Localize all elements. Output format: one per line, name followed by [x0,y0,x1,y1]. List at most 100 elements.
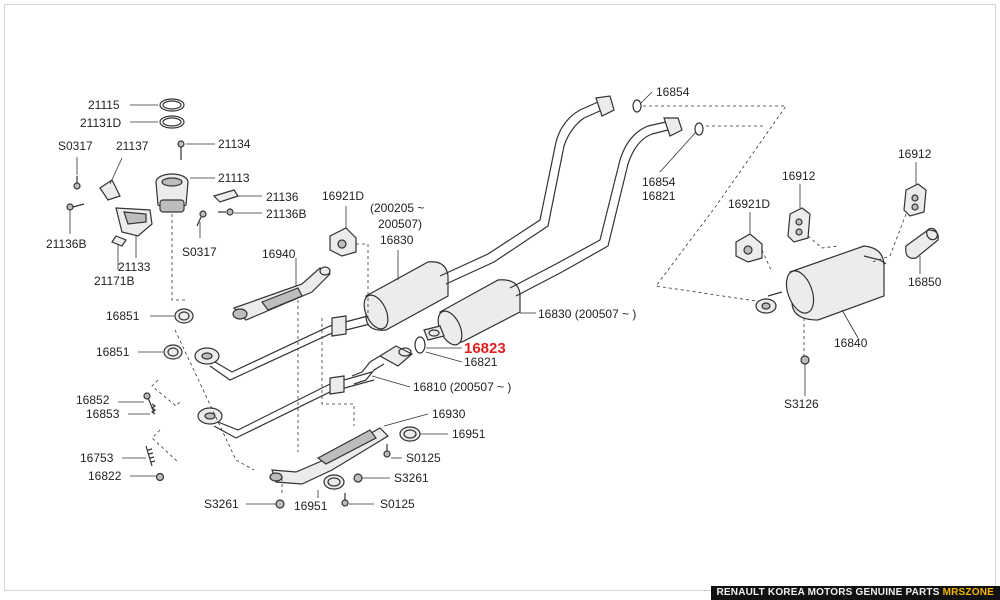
label-16830-early: 16830 [380,233,414,247]
diagram-frame [4,4,996,591]
rear-muffler-16840 [755,245,887,321]
label-16850: 16850 [908,275,942,289]
label-s0317-left: S0317 [58,139,93,153]
label-16853: 16853 [86,407,120,421]
dash-16921d-right [761,249,773,273]
gasket-21131d [159,115,185,129]
label-21137: 21137 [116,139,149,153]
bracket-21136 [212,189,239,203]
label-16851-lower: 16851 [96,345,130,359]
label-16830-date-start: (200205 ~ [370,201,424,215]
label-16822: 16822 [88,469,122,483]
heat-shield-21137 [99,179,121,201]
clamp-16951-upper [399,426,421,442]
dash-16912-middle [807,235,839,249]
label-16852: 16852 [76,393,110,407]
leader-16854-lower [659,131,697,173]
catalytic-converter-21113 [155,173,189,213]
label-21115: 21115 [88,98,120,112]
label-16951-upper: 16951 [452,427,486,441]
label-16921d-right: 16921D [728,197,770,211]
label-s3261-left: S3261 [204,497,239,511]
pipe-upper-16810-front [194,315,371,381]
label-16854-lower: 16854 [642,175,676,189]
rubber-hanger-16921d-right [735,233,763,263]
rubber-hanger-16921d-center [329,227,357,257]
dash-hanger [321,318,355,426]
label-s3126: S3126 [784,397,819,411]
leader-21137 [109,157,123,185]
nut-s3126 [800,355,810,365]
label-16951-lower: 16951 [294,499,328,513]
bolt-16852 [143,392,155,413]
tail-tip-16850 [905,227,939,259]
hanger-bracket-upper [331,315,347,337]
bolt-16753 [145,445,156,467]
label-s0317-right: S0317 [182,245,217,259]
dash-16921d-center [356,243,369,318]
label-21136: 21136 [266,190,299,204]
dash-right-frame-top [643,105,787,305]
gasket-21115 [159,98,185,112]
label-16851-upper: 16851 [106,309,140,323]
label-21113: 21113 [218,171,250,185]
hanger-bracket-lower [329,375,345,395]
leader-16930 [383,413,429,427]
label-16940: 16940 [262,247,296,261]
dash-ring-to-pipe [174,329,255,471]
label-16821-lower: 16821 [464,355,498,369]
nut-s3261-right [353,473,363,483]
dash-16852 [151,379,181,407]
dash-16753 [151,429,179,463]
label-s0125-upper: S0125 [406,451,441,465]
label-21131d: 21131D [80,116,121,130]
heat-shield-21133 [115,207,153,237]
leader-16854-upper [640,91,653,104]
label-16810: 16810 (200507 ~ ) [413,380,511,394]
nut-16822 [155,472,165,482]
bolt-s0125-upper [383,444,391,458]
nut-s3261-left [275,499,285,509]
bolt-21134 [177,140,185,160]
watermark-brand: MRSZONE [942,587,994,598]
leader-16810 [371,375,411,388]
label-s0125-lower: S0125 [380,497,415,511]
bolt-s0317-left [73,176,81,190]
label-16930: 16930 [432,407,466,421]
label-16854-upper: 16854 [656,85,690,99]
seal-ring-16851-upper [174,308,194,324]
center-pipe-16810-late [351,345,414,385]
clamp-16951-lower [323,474,345,490]
label-16912-right: 16912 [898,147,932,161]
label-21171b: 21171B [94,274,134,288]
watermark-prefix: RENAULT KOREA MOTORS GENUINE PARTS [716,587,943,598]
bolt-21136b-right [218,208,234,216]
seal-ring-16851-lower [163,344,183,360]
label-16830-late: 16830 (200507 ~ ) [538,307,636,321]
rubber-mount-16912-middle [787,207,811,243]
label-21133: 21133 [118,260,151,274]
bolt-21136b-left [66,203,85,211]
clip-21171b [111,235,127,247]
gasket-16823 [423,325,445,341]
leader-16821-lower [425,351,463,363]
rubber-mount-16912-right [903,183,927,217]
gasket-16854-lower [694,122,704,136]
label-16921d-center: 16921D [322,189,364,203]
label-16821-upper: 16821 [642,189,676,203]
label-21136b-left: 21136B [46,237,86,251]
leader-16840 [841,309,859,339]
pipe-lower-16810-front [197,371,375,439]
label-16830-date-end: 200507) [378,217,422,231]
dash-16912-right [871,213,907,263]
spring-16853 [150,403,157,415]
label-16753: 16753 [80,451,114,465]
label-16840: 16840 [834,336,868,350]
label-21136b-right: 21136B [266,207,306,221]
source-watermark: RENAULT KOREA MOTORS GENUINE PARTS MRSZO… [710,586,1000,600]
tail-pipe-16930 [269,427,389,485]
muffler-16830-early [363,95,615,331]
seal-16821-lower [414,336,426,354]
